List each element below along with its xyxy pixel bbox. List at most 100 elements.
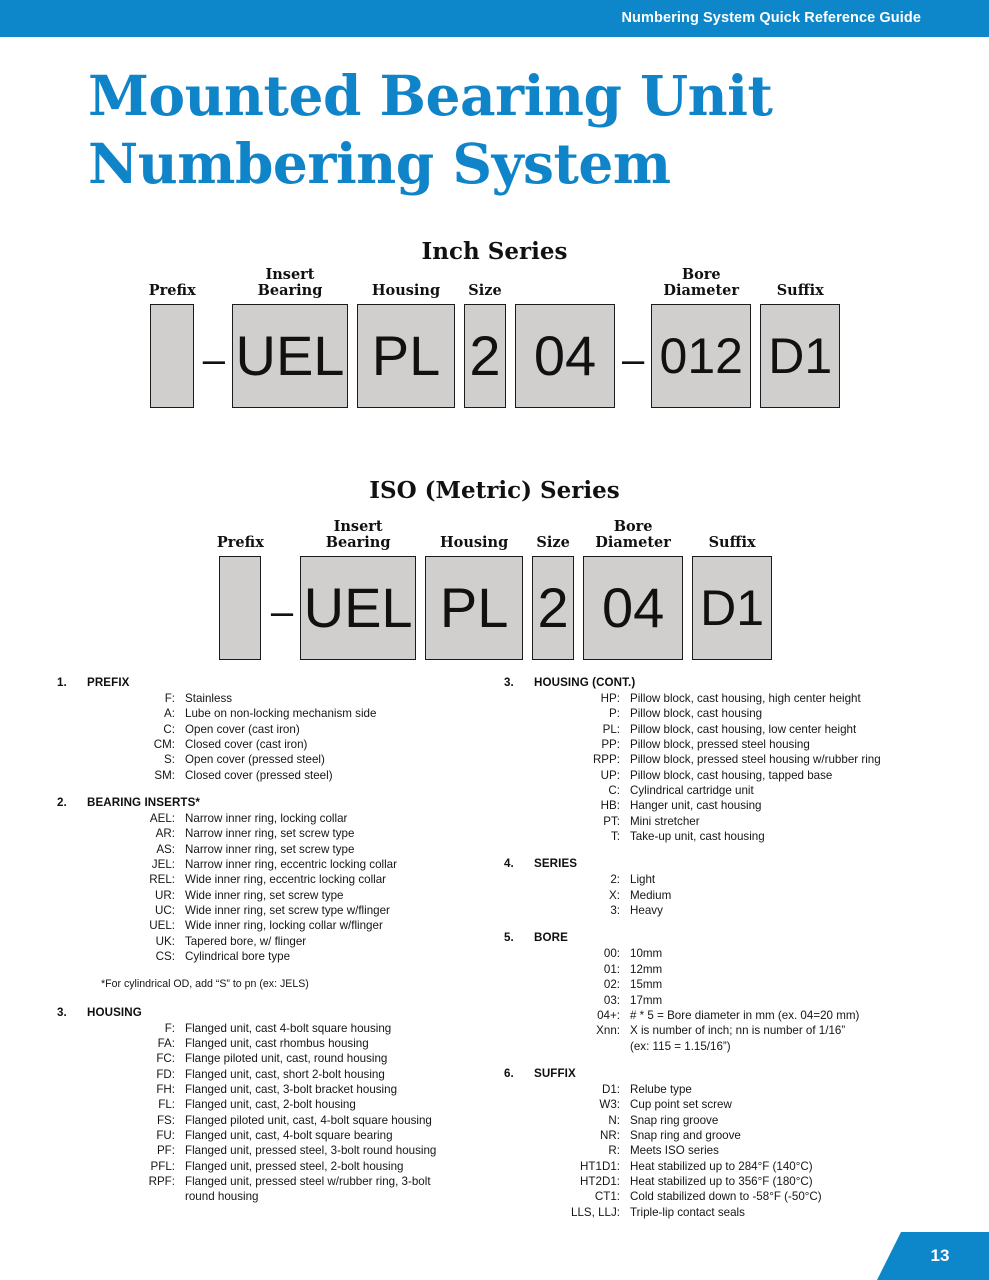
- page-title-line-2: Numbering System: [88, 131, 671, 196]
- legend-entry: HP:Pillow block, cast housing, high cent…: [504, 691, 964, 706]
- legend-entry-code: D1:: [601, 1082, 620, 1096]
- iso-segment-label: Bore Diameter: [595, 518, 671, 551]
- iso-segment-label: Size: [536, 534, 570, 551]
- legend-entry-code: CS:: [155, 950, 175, 964]
- inch-segment: Prefix: [149, 283, 196, 408]
- legend-section-heading: 4. SERIES: [504, 857, 964, 870]
- legend-section: 3.HOUSING (CONT.)HP:Pillow block, cast h…: [504, 676, 964, 844]
- legend-entry: UEL:Wide inner ring, locking collar w/fl…: [57, 918, 497, 933]
- legend-entry-description: Relube type: [630, 1082, 692, 1096]
- legend-entry: C:Cylindrical cartridge unit: [504, 783, 964, 798]
- inch-dash-separator: –: [202, 338, 225, 382]
- legend-entry-description: Wide inner ring, set screw type w/flinge…: [185, 904, 390, 918]
- legend-entry-description: Pillow block, cast housing, tapped base: [630, 768, 833, 782]
- legend-entry-description: Hanger unit, cast housing: [630, 799, 762, 813]
- legend-entry: (ex: 115 = 1.15/16”): [504, 1039, 964, 1054]
- legend-entry-code: REL:: [149, 873, 175, 887]
- legend-section-number: 2.: [57, 796, 67, 810]
- inch-segment: 04: [514, 299, 615, 408]
- legend-section-number: 4.: [504, 857, 514, 871]
- legend-entry-code: 02:: [603, 978, 620, 992]
- legend-entry-description: 17mm: [630, 993, 663, 1007]
- legend-entry: AEL:Narrow inner ring, locking collar: [57, 811, 497, 826]
- legend-entry: HB: Hanger unit, cast housing: [504, 798, 964, 813]
- legend-section-number: 6.: [504, 1066, 514, 1080]
- legend-entry: CM:Closed cover (cast iron): [57, 737, 497, 752]
- page-number-tab: 13: [877, 1232, 989, 1280]
- inch-segment-label: Suffix: [776, 282, 824, 299]
- legend-entry-code: A:: [164, 707, 175, 721]
- legend-section-heading: 6. SUFFIX: [504, 1067, 964, 1080]
- inch-segment-box: 012: [651, 304, 752, 408]
- legend-entry: S:Open cover (pressed steel): [57, 752, 497, 767]
- legend-entry-description: (ex: 115 = 1.15/16”): [630, 1039, 731, 1053]
- legend-entry-code: HT2D1:: [580, 1174, 620, 1188]
- legend-entry: W3:Cup point set screw: [504, 1097, 964, 1112]
- legend-entry-description: Narrow inner ring, locking collar: [185, 812, 348, 826]
- iso-segment-box: 2: [532, 556, 575, 660]
- legend-entry: F:Stainless: [57, 691, 497, 706]
- header-bar: [0, 0, 989, 37]
- inch-segment-label: Size: [468, 282, 502, 299]
- legend-entry-description: Flanged unit, cast, 4-bolt square bearin…: [185, 1128, 393, 1142]
- legend-entry-description: Flanged unit, cast, short 2-bolt housing: [185, 1067, 385, 1081]
- legend-entry: RPF:Flanged unit, pressed steel w/rubber…: [57, 1174, 497, 1189]
- legend-entry: 04+:# * 5 = Bore diameter in mm (ex. 04=…: [504, 1008, 964, 1023]
- legend-entry-description: Take-up unit, cast housing: [630, 830, 765, 844]
- legend-entry: round housing: [57, 1189, 497, 1204]
- legend-entry-code: [57, 1189, 185, 1204]
- legend-column-right: 3.HOUSING (CONT.)HP:Pillow block, cast h…: [504, 676, 964, 1233]
- legend-entry: PT:Mini stretcher: [504, 814, 964, 829]
- legend-entry-description: Flanged unit, cast rhombus housing: [185, 1036, 369, 1050]
- legend-entry-description: Pillow block, pressed steel housing w/ru…: [630, 753, 881, 767]
- legend-entry-description: Flanged unit, cast 4-bolt square housing: [185, 1021, 392, 1035]
- legend-entry-code: FS:: [156, 1113, 175, 1127]
- legend-entry: D1: Relube type: [504, 1082, 964, 1097]
- legend-entry-description: Mini stretcher: [630, 814, 700, 828]
- legend-entry-description: Flanged unit, cast, 3-bolt bracket housi…: [185, 1082, 398, 1096]
- legend-entry-code: P:: [609, 707, 620, 721]
- legend-entry-description: Heat stabilized up to 284°F (140°C): [630, 1159, 813, 1173]
- legend-section-heading: 5. BORE: [504, 931, 964, 944]
- legend-entry-description: Flanged unit, pressed steel, 3-bolt roun…: [185, 1144, 437, 1158]
- legend-entry: X:Medium: [504, 888, 964, 903]
- legend-entry-code: FH:: [156, 1082, 175, 1096]
- legend-entry: UK:Tapered bore, w/ flinger: [57, 934, 497, 949]
- legend-entry: FL:Flanged unit, cast, 2-bolt housing: [57, 1097, 497, 1112]
- legend-section-heading: 1.PREFIX: [57, 676, 497, 689]
- legend-section-title: SUFFIX: [534, 1066, 576, 1080]
- legend-section-title: SERIES: [534, 857, 578, 871]
- legend-entry: NR:Snap ring and groove: [504, 1128, 964, 1143]
- legend-entry: T:Take-up unit, cast housing: [504, 829, 964, 844]
- legend-entry-description: Wide inner ring, set screw type: [185, 888, 344, 902]
- legend-section-number: 5.: [504, 931, 514, 945]
- legend-entry-code: FC:: [156, 1052, 175, 1066]
- iso-segment-box: [219, 556, 262, 660]
- legend-entry-description: Snap ring groove: [630, 1113, 719, 1127]
- legend-entry: PF:Flanged unit, pressed steel, 3-bolt r…: [57, 1143, 497, 1158]
- page-number: 13: [930, 1246, 950, 1265]
- legend-entry-code: [504, 1039, 630, 1054]
- legend-entry-description: 15mm: [630, 978, 663, 992]
- legend-entry-description: # * 5 = Bore diameter in mm (ex. 04=20 m…: [630, 1008, 860, 1022]
- legend-section-title: HOUSING (CONT.): [534, 676, 636, 689]
- legend-section: 2.BEARING INSERTS*AEL:Narrow inner ring,…: [57, 796, 497, 964]
- legend-entry: RPP:Pillow block, pressed steel housing …: [504, 752, 964, 767]
- inch-segment-box: PL: [356, 304, 455, 408]
- legend-section-title: BORE: [534, 931, 568, 945]
- legend-section-number: 1.: [57, 676, 67, 689]
- legend-entry-code: FD:: [156, 1067, 175, 1081]
- legend-entry-description: Cup point set screw: [630, 1098, 732, 1112]
- legend-entry-code: UR:: [155, 888, 175, 902]
- legend-entry-code: PL:: [602, 722, 620, 736]
- legend-entry: PL:Pillow block, cast housing, low cente…: [504, 722, 964, 737]
- legend-entry-code: HB:: [600, 799, 620, 813]
- legend-entry: UP:Pillow block, cast housing, tapped ba…: [504, 768, 964, 783]
